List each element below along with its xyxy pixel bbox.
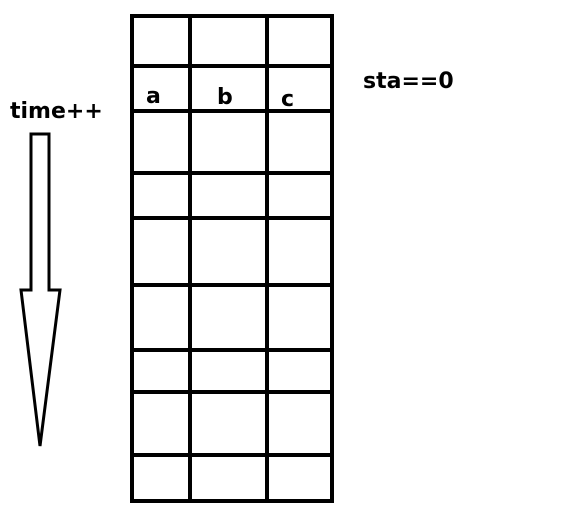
time-table bbox=[130, 14, 334, 503]
column-label-c: c bbox=[281, 87, 294, 112]
column-label-a: a bbox=[146, 84, 161, 109]
time-arrow-icon bbox=[19, 132, 62, 447]
column-label-b: b bbox=[217, 85, 233, 110]
table-border bbox=[130, 14, 334, 503]
time-label: time++ bbox=[10, 99, 103, 124]
state-label: sta==0 bbox=[363, 69, 454, 94]
